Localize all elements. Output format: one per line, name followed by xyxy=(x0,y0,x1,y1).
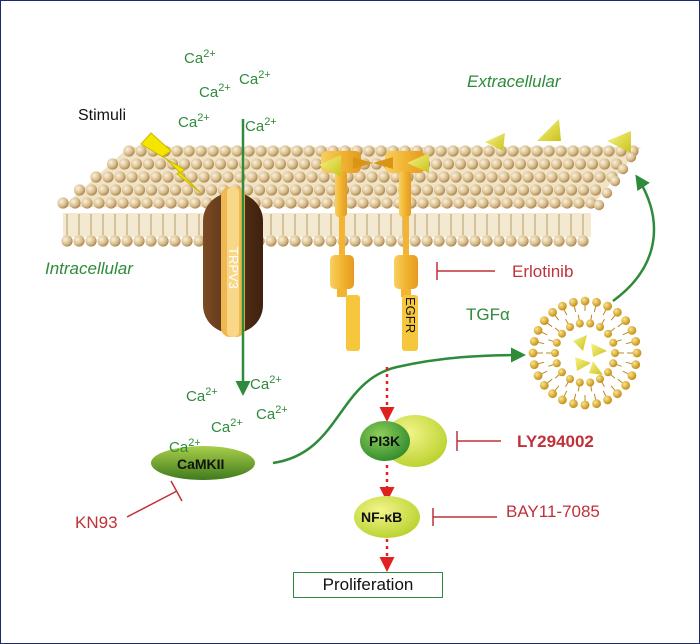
trpv3-channel xyxy=(203,187,263,337)
lightning-icon xyxy=(140,132,202,194)
calcium-ion-label: Ca2+ xyxy=(239,69,271,88)
stimuli-label: Stimuli xyxy=(78,107,127,124)
nfkb-label: NF-κB xyxy=(361,509,403,525)
kn93-inhibition xyxy=(126,480,183,518)
tgfa-vesicle xyxy=(528,296,642,410)
pi3k-label: PI3K xyxy=(369,433,401,449)
calcium-ion-label: Ca2+ xyxy=(178,112,210,131)
calcium-ion-label: Ca2+ xyxy=(186,386,218,405)
camkii-node xyxy=(151,446,255,480)
bay-inhibition xyxy=(432,508,497,526)
cell-membrane xyxy=(57,145,641,247)
trpv3-label: TRPV3 xyxy=(226,247,241,289)
ly294002-inhibition xyxy=(456,431,501,451)
tgfa-ligands xyxy=(319,119,631,177)
pi3k-complex xyxy=(360,415,447,467)
proliferation-label: Proliferation xyxy=(322,575,414,594)
calcium-ion-label: Ca2+ xyxy=(250,374,282,393)
egfr-receptor xyxy=(321,151,425,351)
erlotinib-inhibition xyxy=(436,262,495,280)
camkii-label: CaMKII xyxy=(177,456,225,472)
calcium-ion-label: Ca2+ xyxy=(256,404,288,423)
egfr-label: EGFR xyxy=(403,297,418,334)
calcium-ion-label: Ca2+ xyxy=(199,82,231,101)
calcium-ion-label: Ca2+ xyxy=(211,417,243,436)
calcium-ion-label: Ca2+ xyxy=(245,116,277,135)
secretion-arrow xyxy=(612,174,656,303)
ly294002-label: LY294002 xyxy=(517,432,594,451)
proliferation-box: Proliferation xyxy=(293,572,443,598)
calcium-ion-label: Ca2+ xyxy=(184,48,216,67)
extracellular-label: Extracellular xyxy=(467,72,561,91)
nfkb-node xyxy=(354,496,420,538)
kn93-label: KN93 xyxy=(75,513,118,532)
bay-label: BAY11-7085 xyxy=(506,502,600,521)
calcium-ion-label: Ca2+ xyxy=(169,437,201,456)
tgfa-label: TGFα xyxy=(466,305,510,324)
camkii-to-vesicle-arrow xyxy=(272,347,526,465)
intracellular-label: Intracellular xyxy=(45,259,133,278)
erlotinib-label: Erlotinib xyxy=(512,262,574,281)
